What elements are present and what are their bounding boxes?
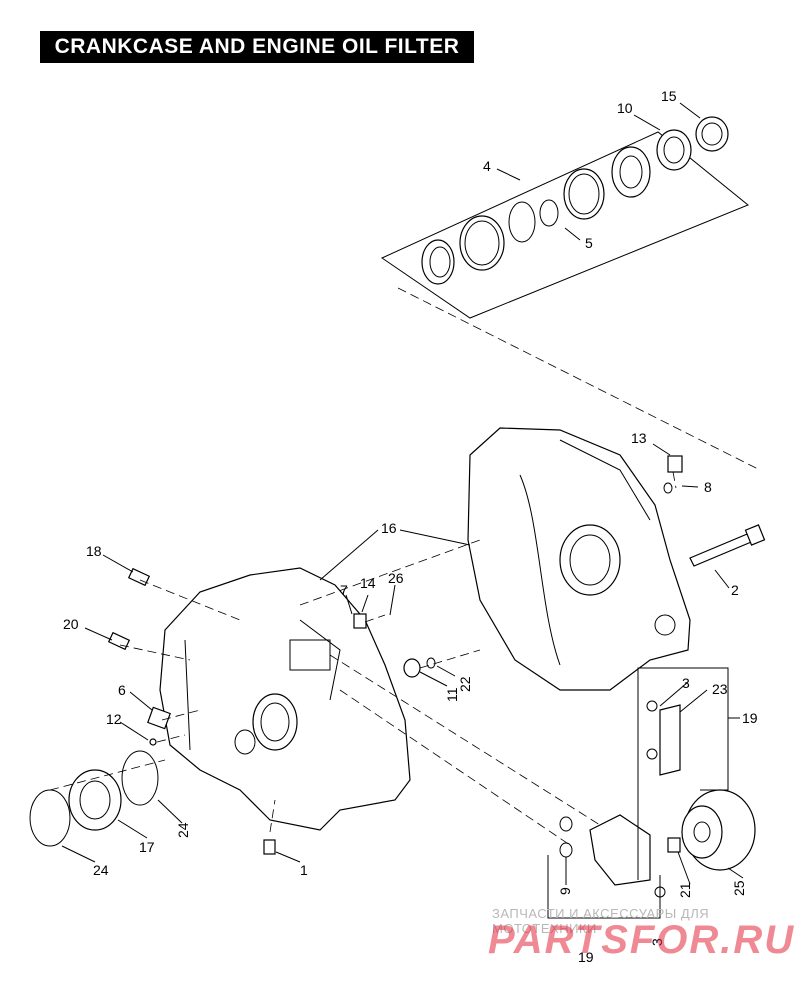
group-brackets [547, 667, 740, 919]
callout-leaders [61, 102, 744, 918]
callout-26: 26 [388, 570, 404, 586]
seal-rings [29, 750, 159, 847]
callout-19-lower: 19 [578, 949, 594, 965]
crankcase-left-half [159, 567, 411, 831]
callout-25: 25 [731, 880, 747, 896]
callout-17: 17 [139, 839, 155, 855]
callout-12: 12 [106, 711, 122, 727]
callout-15: 15 [661, 88, 677, 104]
callout-7: 7 [340, 582, 348, 598]
callout-20: 20 [63, 616, 79, 632]
callout-6: 6 [118, 682, 126, 698]
callout-2: 2 [731, 582, 739, 598]
callout-14: 14 [360, 575, 376, 591]
callout-3-lower: 3 [649, 938, 665, 946]
callout-3: 3 [682, 675, 690, 691]
callout-21: 21 [677, 882, 693, 898]
crankcase-right-half [467, 427, 691, 691]
callout-22: 22 [457, 676, 473, 692]
callout-4: 4 [483, 158, 491, 174]
callout-5: 5 [585, 235, 593, 251]
watermark-tagline: ЗАПЧАСТИ И АКСЕССУАРЫ ДЛЯ МОТОТЕХНИКИ [492, 906, 710, 936]
callout-9: 9 [557, 887, 573, 895]
bearing-assembly-box [380, 131, 761, 471]
watermark-logo: PARTSFOR.RU [488, 918, 796, 962]
callout-10: 10 [617, 100, 633, 116]
callout-11: 11 [444, 687, 460, 702]
oil-filter-assembly [559, 700, 756, 898]
callout-19: 19 [742, 710, 758, 726]
diagram-title: CRANKCASE AND ENGINE OIL FILTER [40, 31, 474, 63]
callout-24: 24 [175, 822, 191, 838]
callout-8: 8 [704, 479, 712, 495]
bearing-parts [421, 116, 729, 285]
callout-24-lower: 24 [93, 862, 109, 878]
callout-16: 16 [381, 520, 397, 536]
callout-1: 1 [300, 862, 308, 878]
assembly-lines [49, 471, 677, 846]
callout-numbers: 1 2 3 4 5 6 7 8 9 10 11 12 13 14 15 16 1… [63, 88, 758, 965]
callout-23: 23 [712, 681, 728, 697]
callout-18: 18 [86, 543, 102, 559]
callout-13: 13 [631, 430, 647, 446]
fittings [107, 455, 766, 855]
